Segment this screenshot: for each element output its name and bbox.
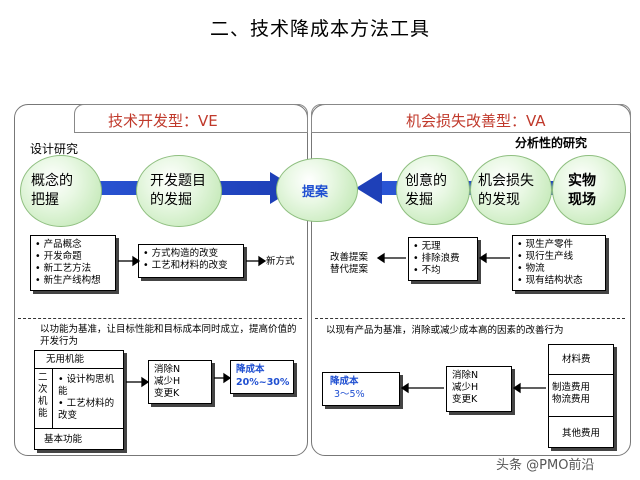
right-cost-value: 3～5% <box>334 389 365 400</box>
list-item: 产品概念 <box>35 239 111 251</box>
left-box-concepts: 产品概念 开发命题 新工艺方法 新生产线构想 <box>30 235 116 291</box>
list-item: 工艺材料的改变 <box>58 398 122 422</box>
func-basic: 基本功能 <box>44 434 83 445</box>
left-divider <box>18 318 302 319</box>
left-cost-title: 降成本 <box>236 364 265 375</box>
page-title: 二、技术降成本方法工具 <box>209 18 430 40</box>
list-item: 排除浪费 <box>413 253 473 265</box>
left-header: 技术开发型：VE <box>108 112 218 130</box>
proposal-label: 提案 <box>302 185 329 200</box>
left-header-box <box>74 104 308 133</box>
list-item: 物流 <box>517 263 601 275</box>
right-cost-title: 降成本 <box>330 376 359 387</box>
list-item: 新生产线构想 <box>35 275 111 287</box>
cost-item-other: 其他费用 <box>562 428 601 439</box>
circle-opportunity-label: 机会损失 的发现 <box>478 173 534 208</box>
circle-dev-topic <box>136 155 222 227</box>
right-box-current-list: 现生产零件 现行生产线 物流 现有结构状态 <box>517 239 601 287</box>
list-item: 无理 <box>413 241 473 253</box>
left-box-concepts-list: 产品概念 开发命题 新工艺方法 新生产线构想 <box>35 239 111 287</box>
right-nmk-box <box>446 366 512 412</box>
circle-concept <box>20 155 102 227</box>
right-header: 机会损失改善型：VA <box>406 112 546 130</box>
circle-site <box>552 155 626 225</box>
right-result: 改善提案 替代提案 <box>330 252 369 275</box>
right-note: 以现有产品为基准，消除或减少成本高的因素的改善行为 <box>326 325 564 336</box>
circle-opportunity <box>470 155 552 225</box>
func-items: 设计构思机能 工艺材料的改变 <box>58 374 122 422</box>
watermark: 头条 @PMO前沿 <box>496 458 595 473</box>
right-cost-box <box>322 372 400 406</box>
left-cost-value: 20%~30% <box>236 377 290 388</box>
list-item: 开发命题 <box>35 251 111 263</box>
left-subheading: 设计研究 <box>30 142 79 156</box>
list-item: 现行生产线 <box>517 251 601 263</box>
list-item: 方式构造的改变 <box>143 248 239 260</box>
right-subheading: 分析性的研究 <box>515 136 588 150</box>
right-box-waste: 无理 排除浪费 不均 <box>408 237 478 281</box>
left-box-changes-list: 方式构造的改变 工艺和材料的改变 <box>143 248 239 272</box>
circle-proposal <box>276 158 358 222</box>
circle-creative-label: 创意的 发掘 <box>405 173 447 208</box>
circle-site-label: 实物 现场 <box>568 173 596 208</box>
list-item: 现有结构状态 <box>517 275 601 287</box>
func-line-top <box>34 368 124 369</box>
list-item: 设计构思机能 <box>58 374 122 398</box>
right-box-current: 现生产零件 现行生产线 物流 现有结构状态 <box>512 235 606 291</box>
right-nmk: 消除N 减少H 变更K <box>452 370 479 405</box>
list-item: 新工艺方法 <box>35 263 111 275</box>
list-item: 不均 <box>413 265 473 277</box>
left-nmk-box <box>148 360 212 404</box>
left-note: 以功能为基准，让目标性能和目标成本同时成立，提高价值的开发行为 <box>40 324 297 347</box>
cost-items-box <box>548 344 614 448</box>
right-header-box <box>311 104 631 133</box>
func-line-bottom <box>34 428 124 429</box>
cost-item-manufacturing: 制造费用 物流费用 <box>552 382 591 405</box>
list-item: 现生产零件 <box>517 239 601 251</box>
right-box-waste-list: 无理 排除浪费 不均 <box>413 241 473 277</box>
circle-creative <box>396 155 470 225</box>
func-line-v <box>52 368 53 428</box>
cost-line-2 <box>548 416 614 417</box>
left-result: 新方式 <box>266 256 295 267</box>
circle-concept-label: 概念的 把握 <box>31 173 73 208</box>
func-useless: 无用机能 <box>46 354 85 365</box>
cost-line-1 <box>548 374 614 375</box>
cost-item-material: 材料费 <box>562 354 591 365</box>
circle-dev-topic-label: 开发题目 的发掘 <box>150 173 206 208</box>
right-divider <box>315 318 625 319</box>
left-cost-box <box>230 360 294 394</box>
left-box-changes: 方式构造的改变 工艺和材料的改变 <box>138 244 244 278</box>
list-item: 工艺和材料的改变 <box>143 260 239 272</box>
func-secondary: 二 次 机 能 <box>38 372 48 419</box>
left-nmk: 消除N 减少H 变更K <box>154 364 181 399</box>
